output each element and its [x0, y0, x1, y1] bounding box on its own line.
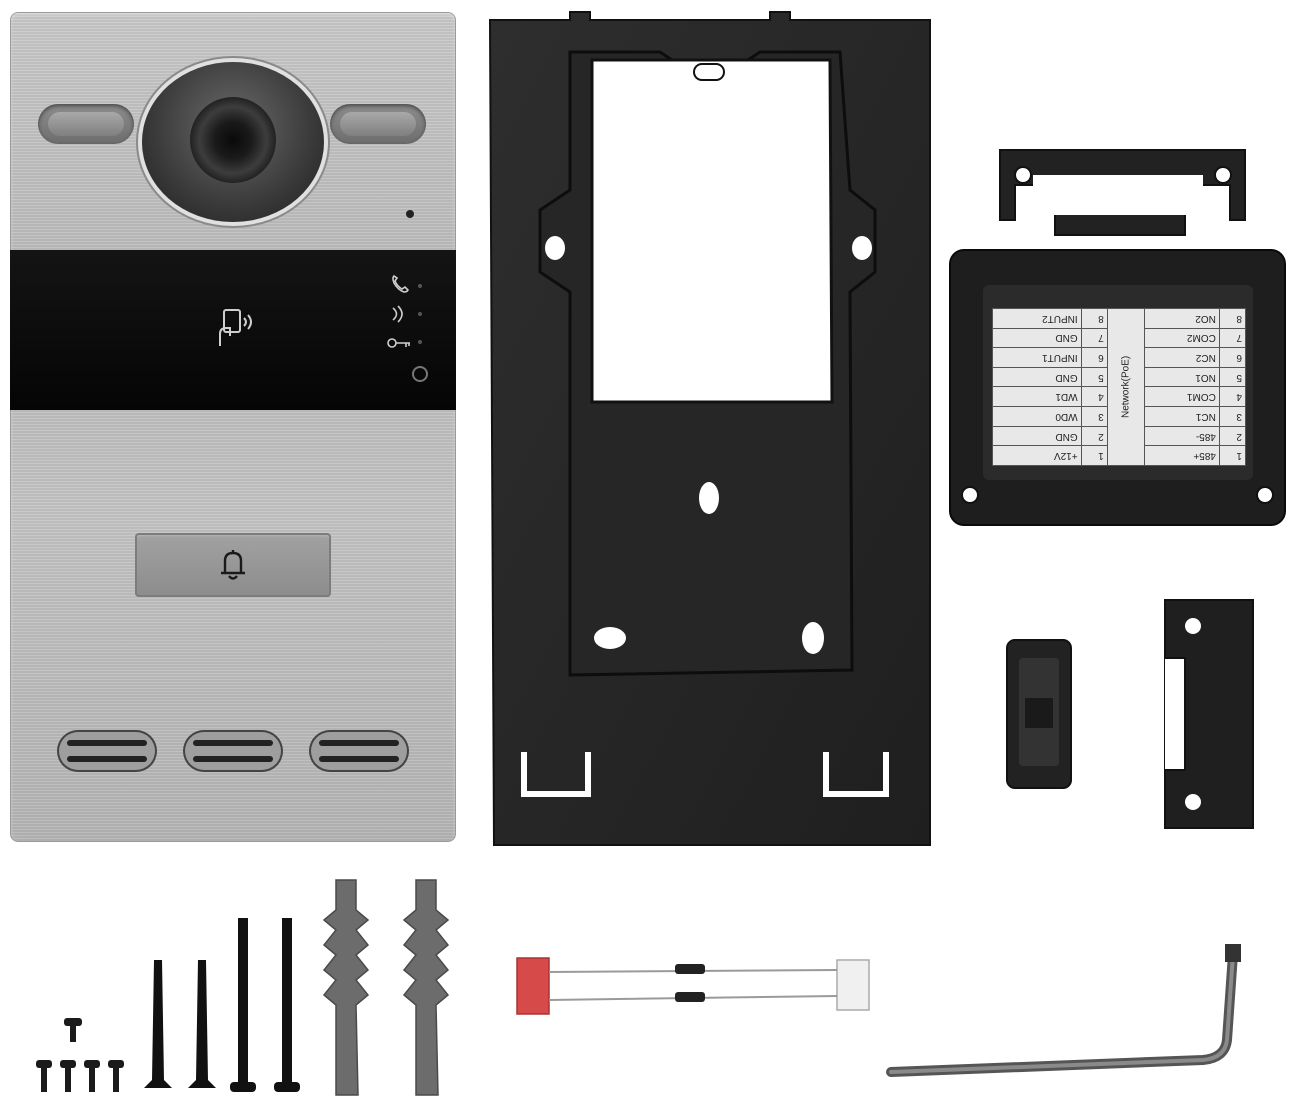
speaker-grille-slot	[183, 730, 283, 772]
speaker-grille-slot	[309, 730, 409, 772]
status-led	[412, 366, 428, 382]
terminal-num: 8	[1219, 308, 1246, 329]
right-ir-window	[330, 104, 426, 144]
screw-set	[36, 918, 300, 1092]
card-reader-strip	[10, 250, 456, 410]
terminal-name: GND	[992, 426, 1082, 446]
terminal-num: 8	[1081, 308, 1108, 329]
terminal-name: GND	[992, 328, 1082, 348]
terminal-name: GND	[992, 367, 1082, 387]
lock-strike-plate	[1164, 599, 1254, 829]
terminal-num: 2	[1081, 426, 1108, 446]
phone-icon	[390, 274, 410, 299]
terminal-num: 1	[1219, 445, 1246, 466]
accessory-block	[1006, 639, 1072, 789]
terminal-name: NO2	[1144, 308, 1220, 329]
indicator-dot	[418, 340, 422, 344]
terminal-name: NC2	[1144, 347, 1220, 368]
terminal-name: INPUT1	[992, 347, 1082, 368]
torx-key	[886, 944, 1241, 1077]
wall-anchors	[322, 879, 450, 1096]
terminal-name: 485-	[1144, 426, 1220, 446]
terminal-num: 4	[1219, 387, 1246, 407]
machine-screw	[36, 1018, 124, 1092]
network-label: Network(PoE)	[1107, 308, 1145, 466]
terminal-name: INPUT2	[992, 308, 1082, 329]
signal-icon	[390, 304, 410, 329]
terminal-num: 4	[1081, 387, 1108, 407]
terminal-label: 1 485+ Network(PoE) 1 +12V 2 485- 2 GND …	[992, 308, 1246, 466]
mounting-bracket	[488, 11, 931, 846]
rfid-card-icon	[212, 306, 256, 353]
key-icon	[386, 334, 412, 357]
camera-lens	[190, 97, 276, 183]
terminal-num: 3	[1219, 406, 1246, 427]
terminal-num: 7	[1219, 328, 1246, 348]
terminal-name: COM2	[1144, 328, 1220, 348]
terminal-num: 1	[1081, 445, 1108, 466]
terminal-num: 3	[1081, 406, 1108, 427]
terminal-num: 2	[1219, 426, 1246, 446]
terminal-name: 485+	[1144, 445, 1220, 466]
bell-icon	[221, 550, 245, 580]
terminal-name: WD0	[992, 406, 1082, 427]
terminal-num: 6	[1081, 347, 1108, 368]
terminal-num: 6	[1219, 347, 1246, 368]
terminal-num: 5	[1081, 367, 1108, 387]
indicator-dot	[418, 284, 422, 288]
indicator-dot	[418, 312, 422, 316]
terminal-name: COM1	[1144, 387, 1220, 407]
microphone-hole	[406, 210, 414, 218]
terminal-name: NC1	[1144, 406, 1220, 427]
terminal-name: NO1	[1144, 367, 1220, 387]
terminal-name: +12V	[992, 445, 1082, 466]
terminal-num: 7	[1081, 328, 1108, 348]
call-button[interactable]	[135, 533, 331, 597]
speaker-grille-slot	[57, 730, 157, 772]
left-ir-window	[38, 104, 134, 144]
terminal-name: WD1	[992, 387, 1082, 407]
terminal-num: 5	[1219, 367, 1246, 387]
diode-jumper	[516, 957, 870, 1015]
